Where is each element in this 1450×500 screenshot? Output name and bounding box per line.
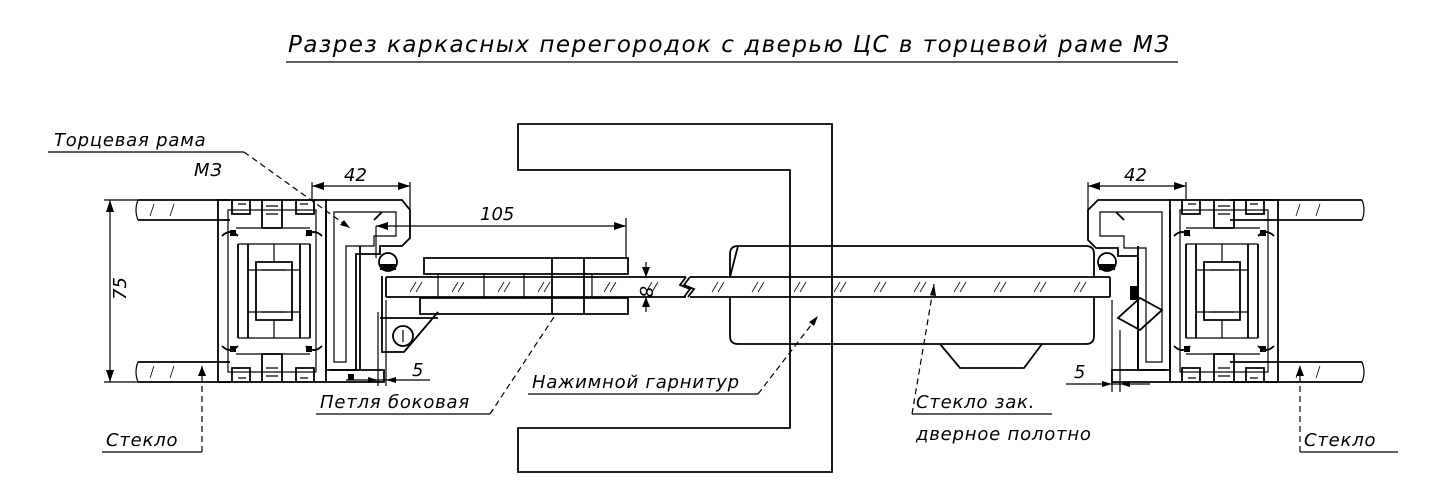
label-door-glass-line2: дверное полотно: [915, 424, 1092, 445]
dim-text: 105: [480, 204, 514, 225]
right-frame-profile: [1087, 199, 1279, 383]
door-outline: [517, 123, 833, 473]
callout-glass-left: Стекло: [102, 366, 206, 453]
leader-line: [243, 151, 351, 229]
label-frame-line2: МЗ: [194, 160, 223, 181]
dim-text: 8: [635, 286, 656, 297]
label-glass-left: Стекло: [106, 430, 178, 451]
dim-text: 5: [412, 360, 423, 381]
door-glass: [385, 276, 1111, 298]
dim-text: 42: [1124, 165, 1147, 186]
leader-line: [911, 283, 935, 415]
dim-text: 42: [344, 165, 367, 186]
press-fitting-body: [729, 245, 1095, 369]
glass-right-panels: [1230, 199, 1365, 383]
dimension-frame-depth: 75: [104, 199, 138, 383]
dimension-gap-left: 5: [346, 300, 430, 386]
callout-side-hinge: Петля боковая: [316, 313, 557, 415]
label-side-hinge: Петля боковая: [320, 392, 470, 413]
dimension-glass-thickness: 8: [635, 262, 656, 312]
callout-glass-right: Стекло: [1296, 366, 1398, 453]
diagram-title: Разрез каркасных перегородок с дверью ЦС…: [286, 32, 1178, 63]
glass-left-panels: [135, 199, 230, 383]
title-text: Разрез каркасных перегородок с дверью ЦС…: [288, 32, 1171, 58]
dim-text: 5: [1074, 362, 1085, 383]
label-frame-line1: Торцевая рама: [54, 130, 206, 151]
label-press-fitting: Нажимной гарнитур: [532, 372, 740, 393]
label-door-glass-line1: Стекло зак.: [916, 392, 1035, 413]
leader-line: [757, 315, 819, 395]
dimension-frame-width-left: 42: [311, 165, 411, 210]
dim-text: 75: [110, 277, 131, 300]
callout-door-glass: Стекло зак. дверное полотно: [911, 283, 1092, 445]
dimension-gap-right: 5: [1066, 300, 1150, 392]
callout-end-frame: Торцевая рама МЗ: [48, 130, 351, 229]
leader-line: [489, 313, 557, 415]
label-glass-right: Стекло: [1304, 430, 1376, 451]
dimension-hinge-span: 105: [375, 204, 627, 258]
left-frame-profile: [217, 199, 439, 383]
dimension-frame-width-right: 42: [1087, 165, 1187, 210]
callout-press-fitting: Нажимной гарнитур: [528, 315, 819, 395]
hinge-plates: [419, 257, 629, 315]
